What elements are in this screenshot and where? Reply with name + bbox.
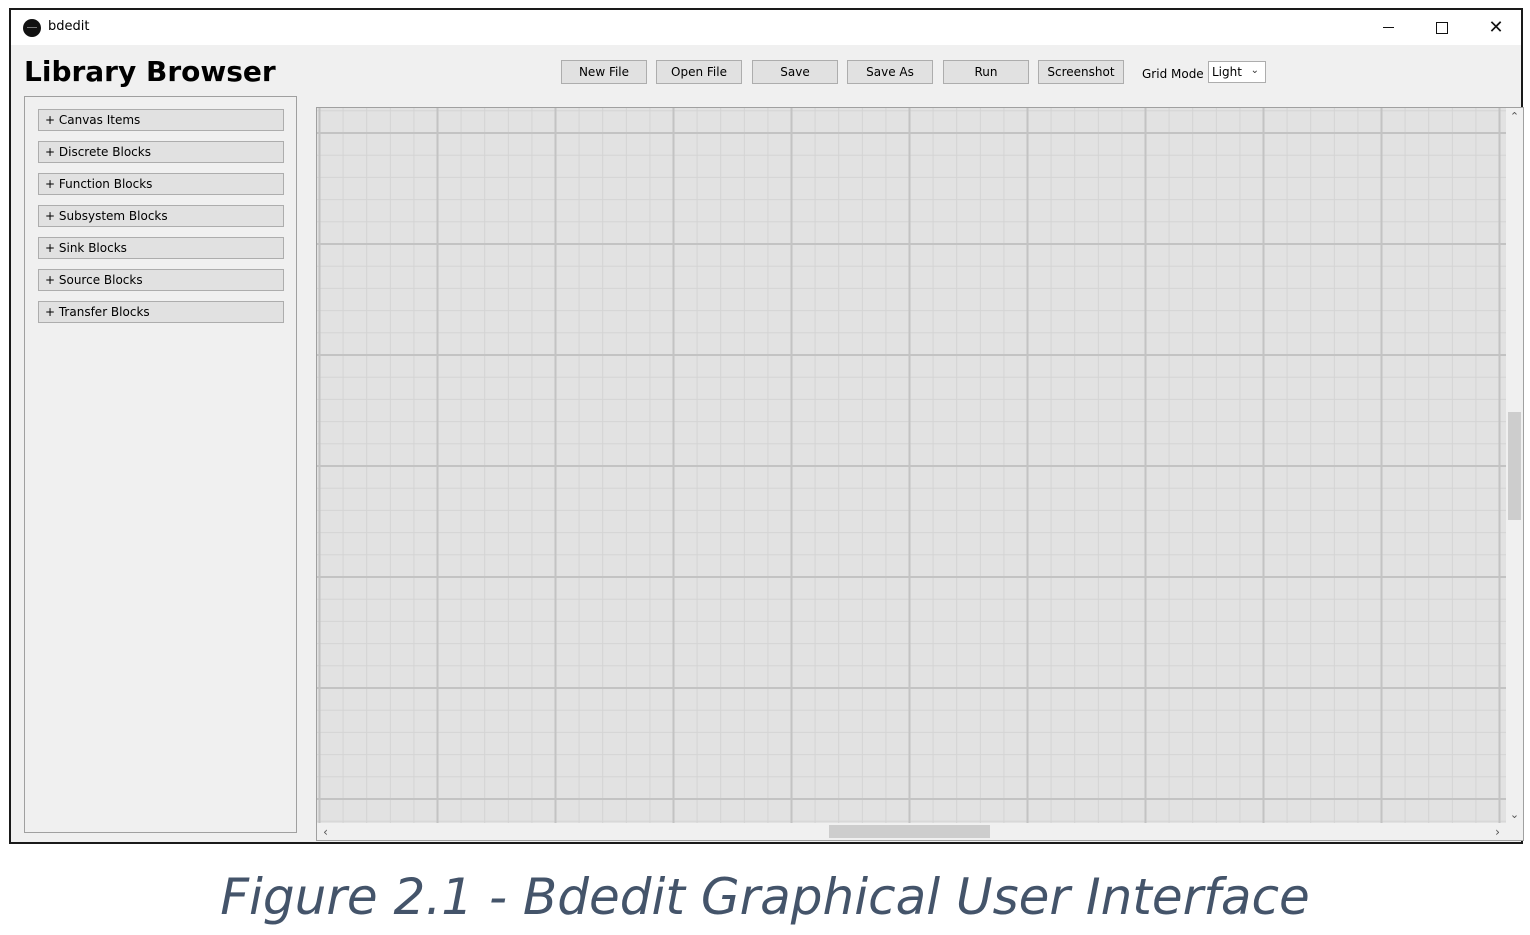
app-logo-icon [23,19,41,37]
scroll-left-icon[interactable]: ‹ [323,824,328,839]
open-file-button[interactable]: Open File [656,60,742,84]
new-file-button[interactable]: New File [561,60,647,84]
maximize-button[interactable] [1415,10,1469,45]
save-button[interactable]: Save [752,60,838,84]
library-item-transfer-blocks[interactable]: + Transfer Blocks [38,301,284,323]
scroll-right-icon[interactable]: › [1495,824,1500,839]
chevron-down-icon: ⌄ [1250,65,1259,76]
close-button[interactable]: ✕ [1469,10,1523,45]
grid-canvas[interactable] [317,108,1506,823]
screenshot-button[interactable]: Screenshot [1038,60,1124,84]
scroll-corner [1506,823,1523,840]
app-window: bdedit ✕ Library Browser New File Open F… [9,8,1524,844]
canvas-area: ⌃ ⌄ ‹ › [316,107,1524,841]
vertical-scroll-thumb[interactable] [1508,412,1521,520]
save-as-button[interactable]: Save As [847,60,933,84]
scroll-up-icon[interactable]: ⌃ [1509,110,1520,123]
minimize-button[interactable] [1361,10,1415,45]
horizontal-scroll-thumb[interactable] [829,825,990,838]
grid-mode-label: Grid Mode [1142,67,1204,81]
horizontal-scrollbar[interactable]: ‹ › [317,823,1506,840]
scroll-down-icon[interactable]: ⌄ [1509,808,1520,821]
library-item-source-blocks[interactable]: + Source Blocks [38,269,284,291]
grid-mode-select[interactable]: Light ⌄ [1208,61,1266,83]
library-item-subsystem-blocks[interactable]: + Subsystem Blocks [38,205,284,227]
minimize-icon [1382,27,1394,28]
library-item-sink-blocks[interactable]: + Sink Blocks [38,237,284,259]
window-title: bdedit [48,19,90,34]
run-button[interactable]: Run [943,60,1029,84]
title-bar[interactable]: bdedit ✕ [11,10,1521,45]
library-item-function-blocks[interactable]: + Function Blocks [38,173,284,195]
maximize-icon [1436,21,1448,34]
library-browser-title: Library Browser [24,55,276,88]
library-panel: + Canvas Items + Discrete Blocks + Funct… [24,96,297,833]
figure-caption: Figure 2.1 - Bdedit Graphical User Inter… [220,868,1310,926]
grid-svg [317,108,1506,823]
close-icon: ✕ [1488,16,1504,38]
library-item-discrete-blocks[interactable]: + Discrete Blocks [38,141,284,163]
library-item-canvas-items[interactable]: + Canvas Items [38,109,284,131]
vertical-scrollbar[interactable]: ⌃ ⌄ [1506,108,1523,823]
grid-mode-value: Light [1212,65,1242,79]
